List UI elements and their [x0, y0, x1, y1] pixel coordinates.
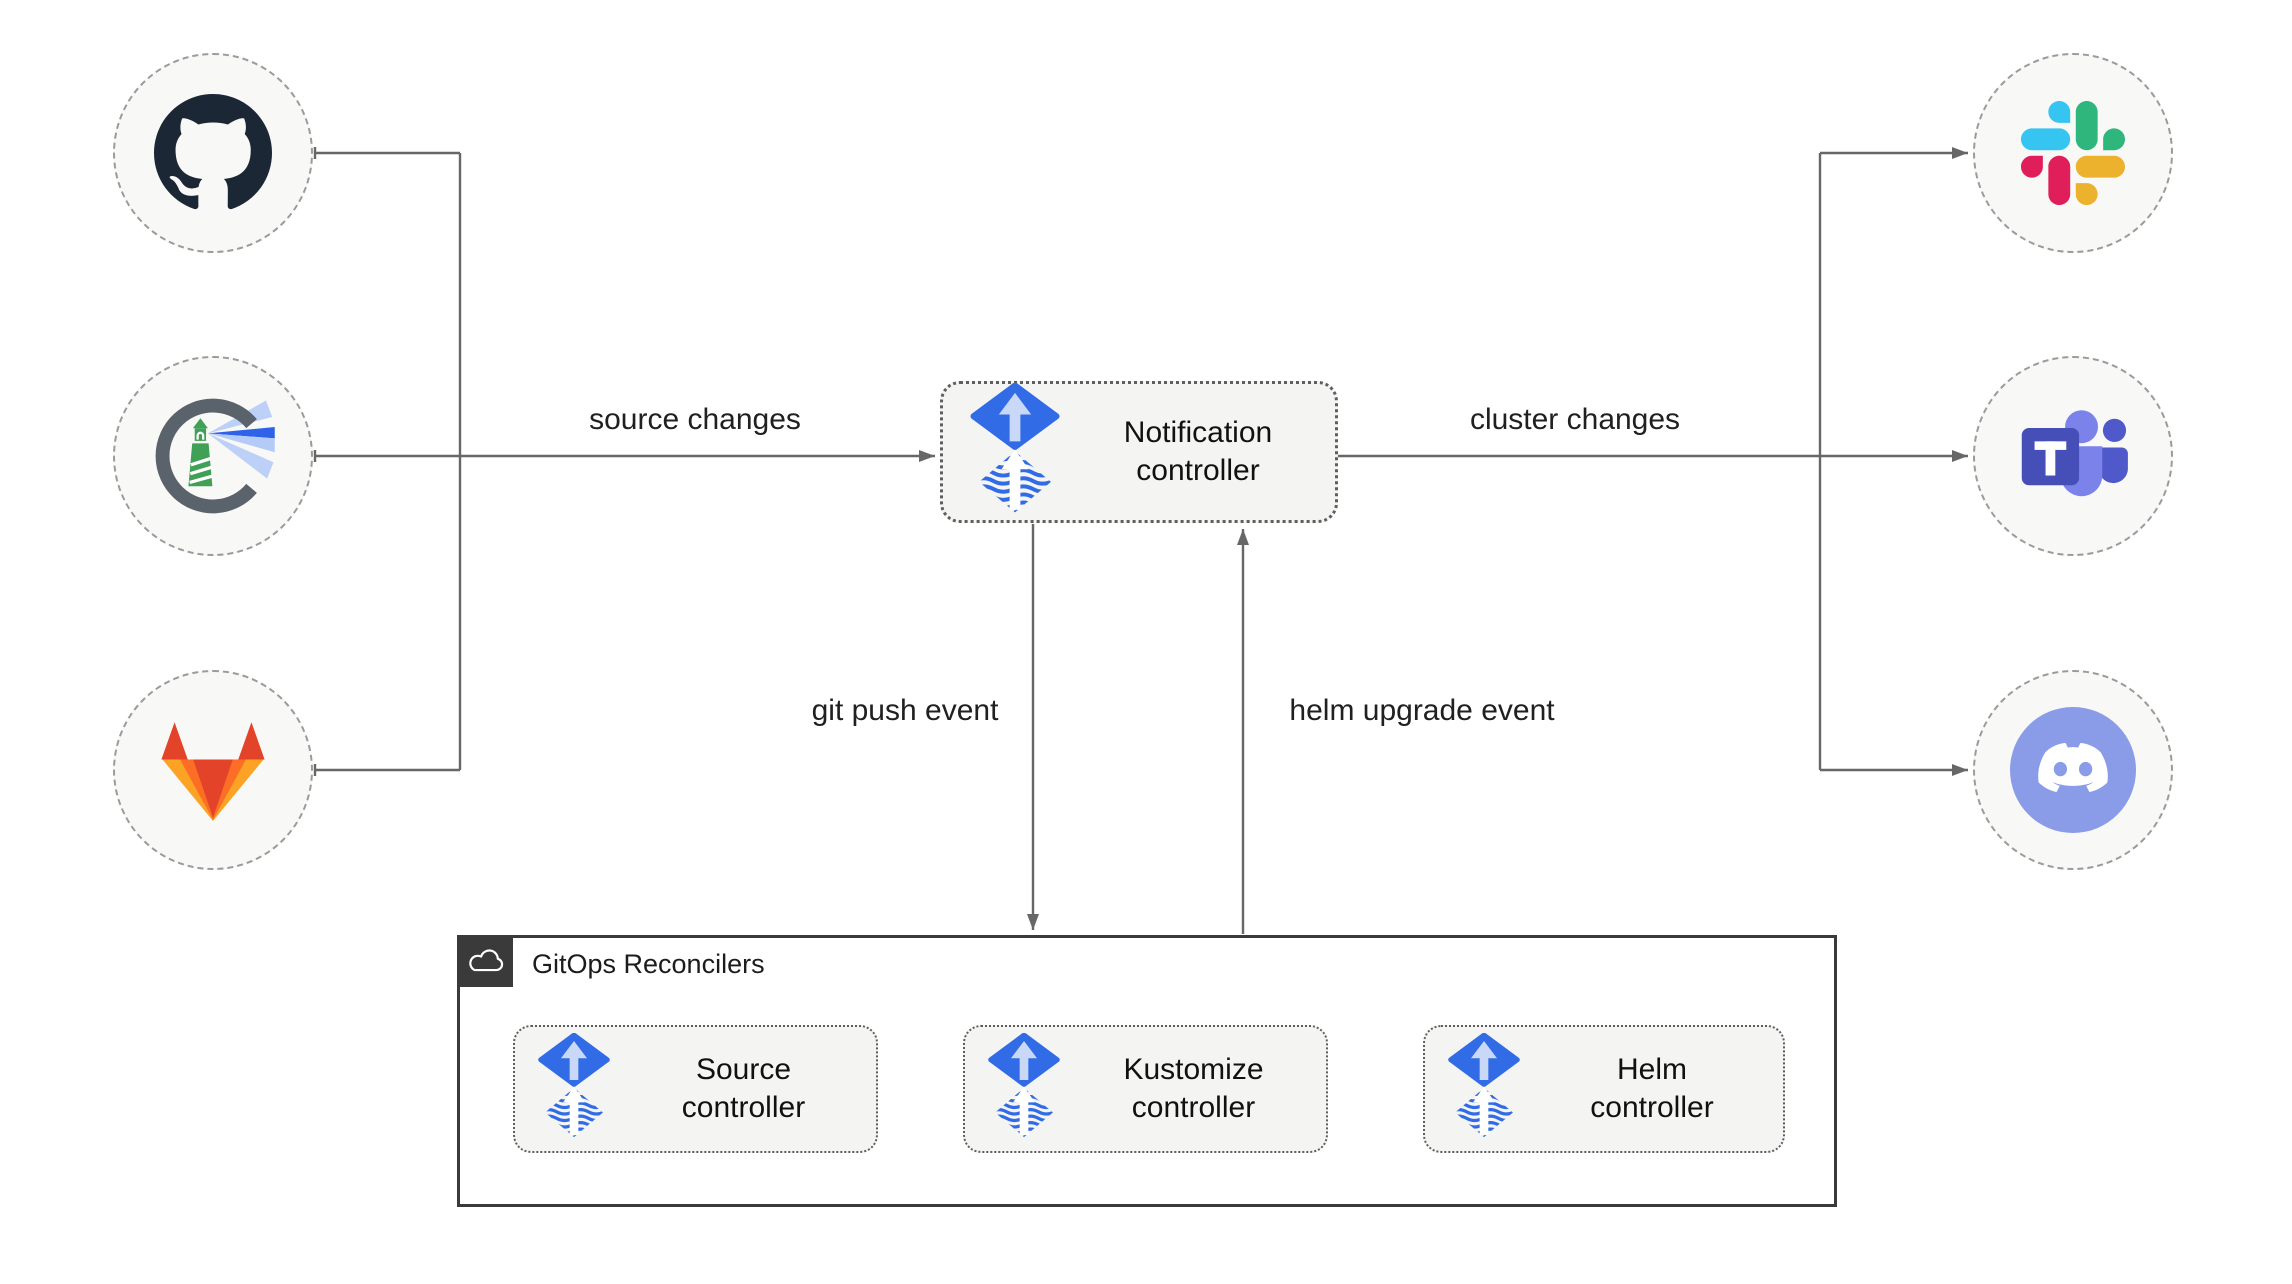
gitlab-icon	[161, 721, 265, 821]
source-node-github	[113, 53, 313, 253]
edge-label-cluster-changes: cluster changes	[1469, 403, 1681, 436]
flux-logo-slot	[969, 382, 1061, 521]
gitops-title: GitOps Reconcilers	[532, 949, 765, 979]
flux-logo-slot	[1447, 1032, 1521, 1145]
kustomize-controller-box: Kustomize controller	[963, 1025, 1328, 1153]
github-icon	[154, 94, 272, 210]
notification-controller-box: Notification controller	[940, 381, 1338, 523]
source-node-harbor	[113, 356, 313, 556]
notification-controller-label: Notification controller	[1123, 416, 1273, 487]
edge-label-source-changes: source changes	[589, 403, 801, 436]
flux-icon	[970, 382, 1060, 513]
source-controller-label: Source controller	[681, 1053, 806, 1124]
flux-logo-slot	[537, 1032, 611, 1145]
flux-icon	[988, 1032, 1060, 1138]
teams-icon	[2021, 410, 2128, 497]
harbor-icon	[155, 398, 275, 514]
kustomize-controller-label: Kustomize controller	[1123, 1053, 1264, 1124]
flux-logo-slot	[987, 1032, 1061, 1145]
gitops-reconcilers-box: GitOps Reconcilers Source controller	[457, 935, 1837, 1207]
flux-icon	[538, 1032, 610, 1138]
helm-controller-label: Helm controller	[1590, 1053, 1714, 1124]
target-node-teams	[1973, 356, 2173, 556]
gitops-corner-tab	[457, 935, 513, 987]
edge-label-git-push-event: git push event	[811, 694, 999, 727]
target-node-slack	[1973, 53, 2173, 253]
source-controller-box: Source controller	[513, 1025, 878, 1153]
slack-icon	[2021, 101, 2125, 205]
source-node-gitlab	[113, 670, 313, 870]
target-node-discord	[1973, 670, 2173, 870]
cloud-icon	[469, 949, 504, 971]
edge-label-helm-upgrade-event: helm upgrade event	[1289, 694, 1555, 727]
flux-icon	[1448, 1032, 1520, 1138]
helm-controller-box: Helm controller	[1423, 1025, 1785, 1153]
discord-icon	[2010, 707, 2136, 833]
